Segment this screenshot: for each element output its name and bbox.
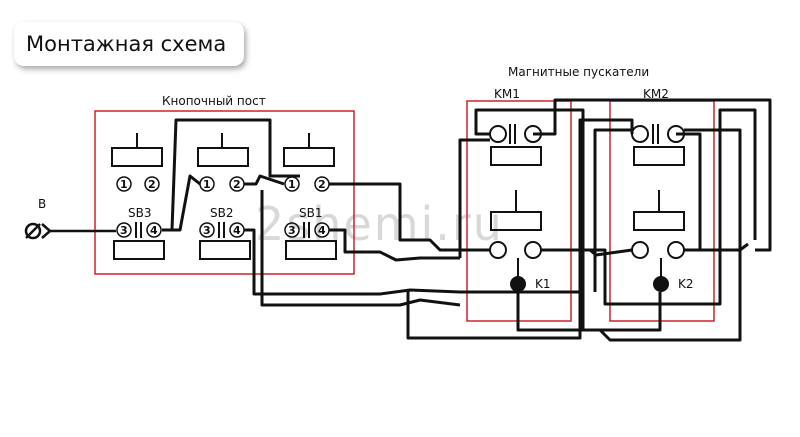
sb1-terminal-2: 2: [318, 178, 326, 191]
sb3-terminal-4: 4: [150, 224, 158, 237]
button-post-frame: [94, 110, 355, 275]
sb1-terminal-3: 3: [288, 224, 296, 237]
button-sb1: [283, 133, 337, 260]
sb1-label: SB1: [299, 206, 322, 220]
input-plug: [24, 222, 116, 240]
sb3-terminal-2: 2: [148, 178, 156, 191]
coil-k1-dot: [510, 276, 526, 292]
coil-k1-label: K1: [535, 277, 551, 291]
starter-km1: [489, 124, 542, 278]
button-post-label: Кнопочный пост: [162, 94, 266, 108]
button-sb2: [197, 133, 251, 260]
button-sb3: [111, 133, 165, 260]
sb2-terminal-3: 3: [203, 224, 211, 237]
sb3-terminal-3: 3: [120, 224, 128, 237]
sb3-label: SB3: [128, 206, 151, 220]
coil-k2-dot: [653, 276, 669, 292]
sb2-terminal-2: 2: [233, 178, 241, 191]
sb2-terminal-4: 4: [233, 224, 241, 237]
input-label: В: [38, 197, 46, 211]
km1-label: KM1: [494, 87, 520, 101]
sb2-label: SB2: [210, 206, 233, 220]
sb3-terminal-1: 1: [120, 178, 128, 191]
coil-k2-label: K2: [678, 277, 694, 291]
starters-label: Магнитные пускатели: [508, 65, 649, 79]
km2-label: KM2: [643, 87, 669, 101]
sb1-terminal-4: 4: [318, 224, 326, 237]
sb1-terminal-1: 1: [288, 178, 296, 191]
starter-km2: [631, 124, 685, 278]
sb2-terminal-1: 1: [203, 178, 211, 191]
page-title: Монтажная схема: [14, 22, 244, 66]
wiring: [162, 98, 772, 342]
